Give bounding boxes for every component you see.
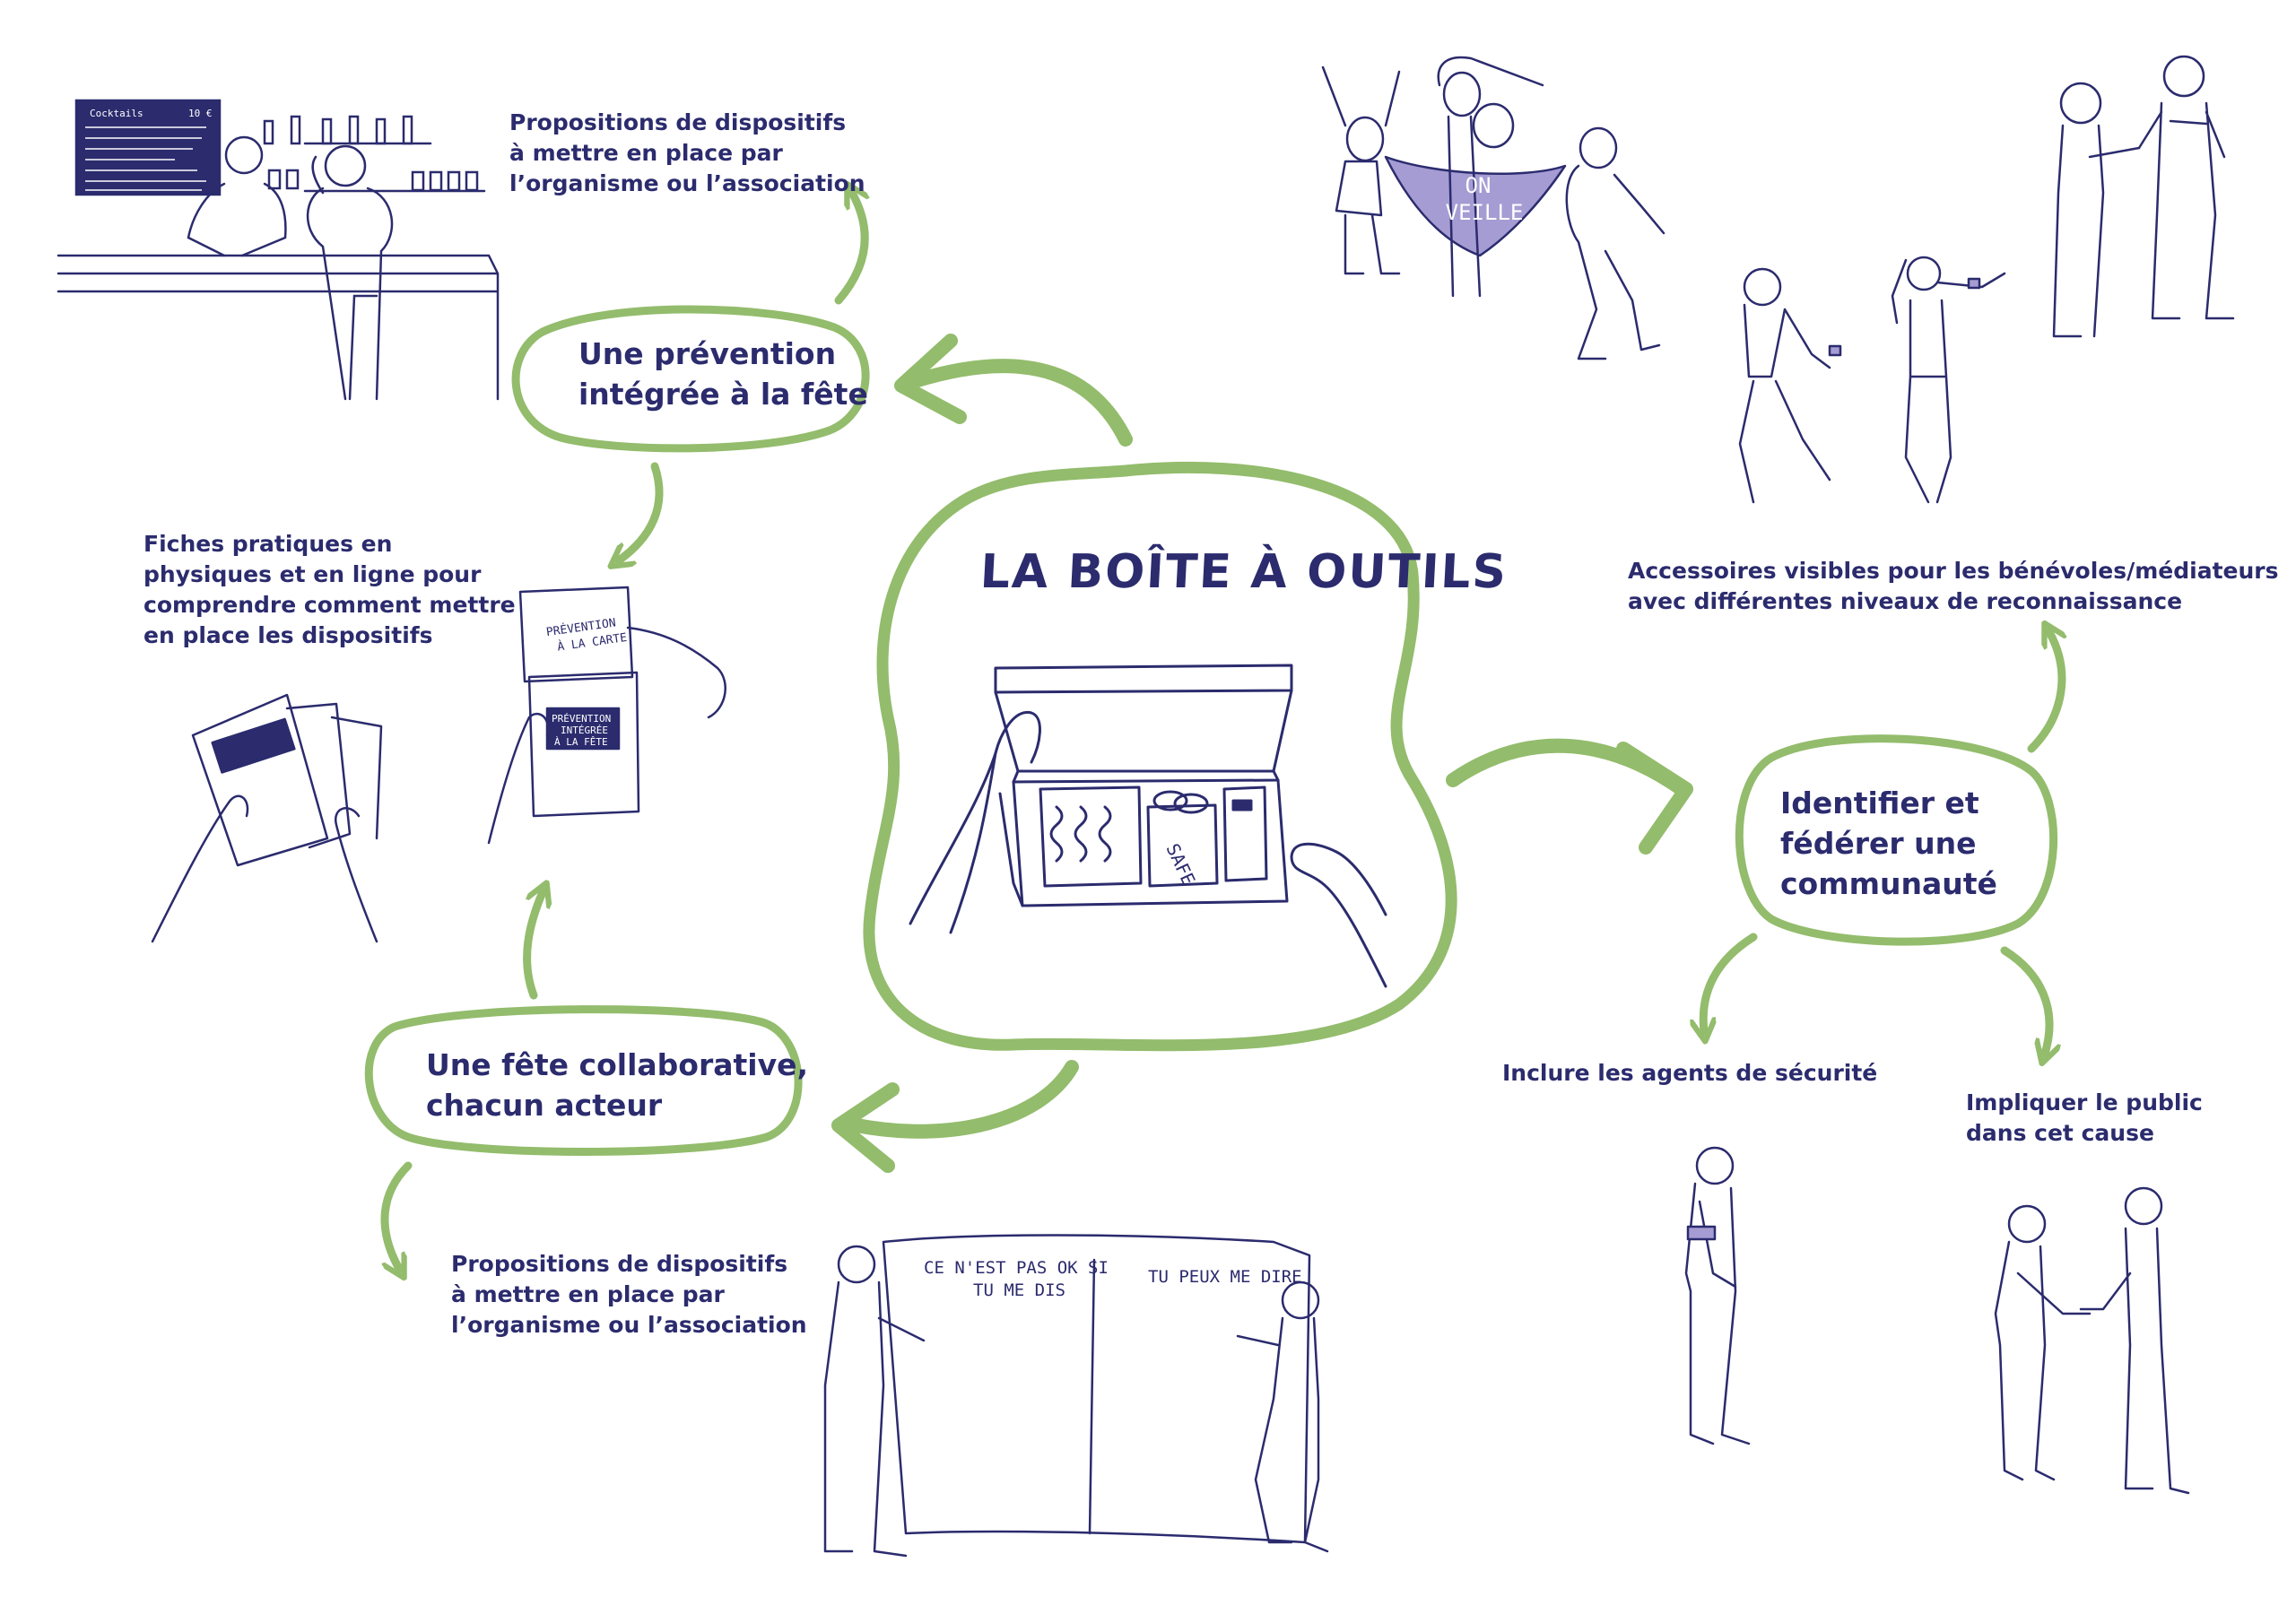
menu-title: Cocktails <box>90 108 144 119</box>
prevention-node-label: Une prévention intégrée à la fête <box>578 336 868 412</box>
caption-public: Impliquer le public dans cet cause <box>1966 1089 2203 1146</box>
illustration-text-line: TU ME DIS <box>973 1280 1065 1300</box>
menu-price: 10 € <box>188 108 213 119</box>
center-toolbox-node: SAFE <box>863 461 1457 1052</box>
main-arrows <box>831 334 1693 1173</box>
illustration-text-line: À LA FÊTE <box>554 736 608 748</box>
illustration-text-line: VEILLE <box>1446 200 1524 225</box>
collaborative-node-outline <box>364 1005 803 1156</box>
card-top-text: PRÉVENTIONÀ LA CARTE <box>545 614 628 655</box>
illustration-text-line: PRÉVENTION <box>552 713 611 725</box>
dancers-illustration <box>1321 56 1665 360</box>
toolbox-title: LA BOÎTE À OUTILS <box>978 545 1509 599</box>
security-agent-illustration <box>1684 1146 1751 1445</box>
caption-bottom-left: Propositions de dispositifs à mettre en … <box>451 1251 807 1338</box>
community-node-outline <box>1735 734 2058 946</box>
volunteers-illustration <box>1738 55 2235 504</box>
bar-illustration <box>57 99 500 401</box>
illustration-text-line: CE N'EST PAS OK SI <box>924 1258 1109 1278</box>
public-exchange-illustration <box>1994 1186 2190 1495</box>
menu-lines <box>85 126 206 191</box>
cards-illustration <box>151 586 726 943</box>
caption-top-left: Propositions de dispositifs à mettre en … <box>509 109 865 196</box>
banner-illustration <box>823 1234 1329 1558</box>
arrow-to-prevention <box>908 359 1133 447</box>
caption-accessoires: Accessoires visibles pour les bénévoles/… <box>1628 558 2279 614</box>
community-node-label: Identifier et fédérer une communauté <box>1780 785 1997 901</box>
toolbox-illustration <box>909 664 1387 988</box>
box-safe-label: SAFE <box>1161 840 1199 889</box>
collaborative-node-label: Une fête collaborative, chacun acteur <box>426 1047 809 1123</box>
arrow-to-collaborative <box>849 1060 1079 1139</box>
caption-securite: Inclure les agents de sécurité <box>1502 1060 1878 1086</box>
secondary-arrows <box>380 193 2062 1269</box>
illustration-text-line: TU PEUX ME DIRE <box>1148 1267 1302 1287</box>
prevention-node-outline <box>511 305 870 453</box>
cocktail-menu-board <box>74 99 222 196</box>
illustration-text-line: ON <box>1465 173 1492 198</box>
center-blob-outline <box>863 461 1457 1052</box>
illustration-text-line: INTÉGRÉE <box>561 725 608 736</box>
caption-fiches: Fiches pratiques en physiques et en lign… <box>144 531 516 648</box>
